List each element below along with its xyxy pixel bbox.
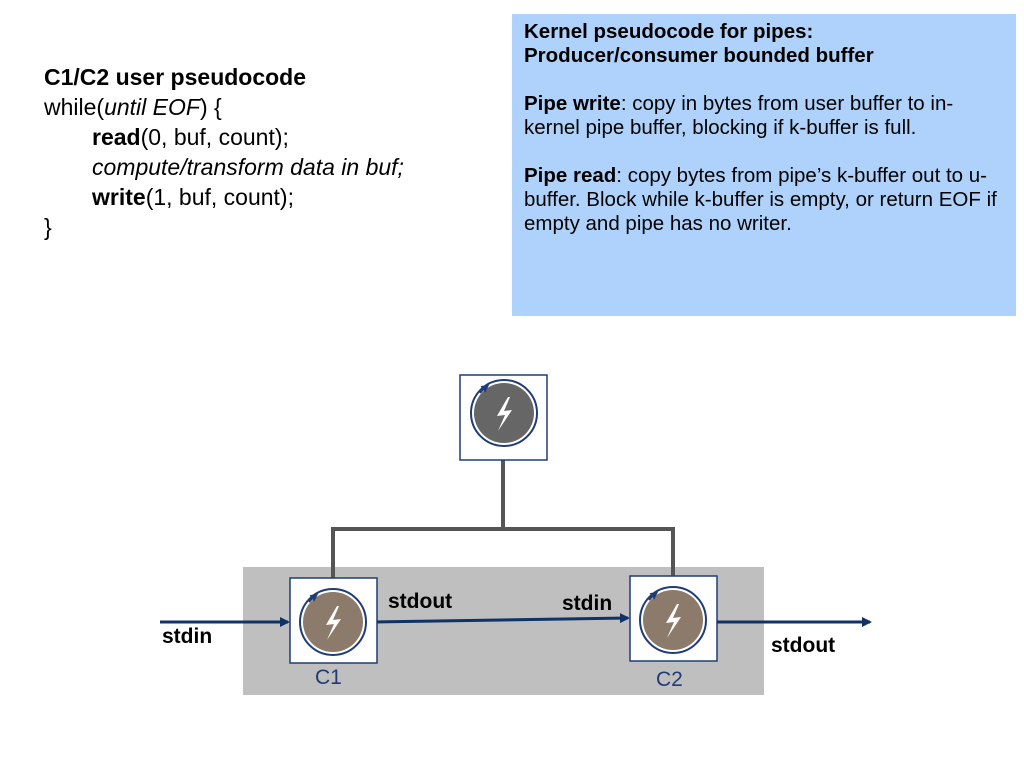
c1-name: C1 [315, 666, 342, 689]
pipe-read-description: Pipe read: copy bytes from pipe’s k-buff… [524, 164, 997, 235]
c2-stdin-label: stdin [562, 592, 613, 615]
c2-lightning-cycle-icon [639, 586, 707, 654]
c2-process [629, 575, 718, 662]
c2-stdout-label: stdout [771, 634, 836, 657]
c1-stdin-label: stdin [162, 625, 213, 648]
close-brace: } [44, 214, 52, 240]
c2-name: C2 [656, 668, 683, 691]
compute-line: compute/transform data in buf; [92, 154, 404, 180]
write-line: write(1, buf, count); [92, 184, 294, 210]
c1-process [289, 577, 378, 664]
c1-lightning-cycle-icon [299, 588, 367, 656]
code-title: C1/C2 user pseudocode [44, 64, 307, 90]
read-line: read(0, buf, count); [92, 124, 289, 150]
pipe-arrow-c1-to-c2 [376, 613, 630, 624]
process-tree-lines [331, 460, 675, 578]
kernel-heading: Kernel pseudocode for pipes: Producer/co… [524, 20, 874, 67]
parent-process [459, 374, 548, 461]
while-line: while(until EOF) { [44, 94, 222, 120]
pipe-write-description: Pipe write: copy in bytes from user buff… [524, 92, 954, 139]
kernel-pseudocode-box: Kernel pseudocode for pipes: Producer/co… [512, 14, 1016, 316]
user-pseudocode: C1/C2 user pseudocode while(until EOF) {… [44, 62, 404, 242]
parent-lightning-cycle-icon [470, 379, 538, 447]
c1-stdout-label: stdout [388, 590, 453, 613]
